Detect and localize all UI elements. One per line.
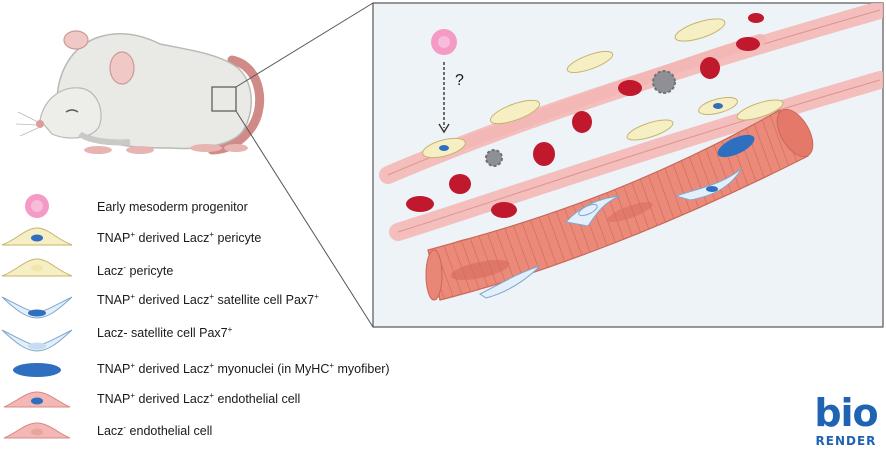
legend-label-lacz-pericyte: Lacz- pericyte: [97, 262, 174, 278]
logo-top: bio: [814, 391, 878, 435]
tissue-scene: [379, 3, 883, 301]
arrow-head: [438, 123, 450, 134]
question-mark: ?: [455, 72, 464, 89]
pericytes: [422, 18, 784, 259]
legend-label-tnap-pericyte: TNAP+ derived Lacz+ pericyte: [97, 229, 262, 245]
red-blood-cells: [406, 13, 764, 218]
legend-icons: [1, 194, 73, 439]
rat-illustration: [15, 30, 265, 155]
pericyte-nucleus: [713, 103, 723, 109]
pericyte-nucleus: [439, 145, 449, 151]
immune-cell: [485, 149, 503, 167]
immune-cell: [652, 70, 676, 94]
upper-vessel-wall: [379, 3, 883, 241]
pericyte: [674, 18, 726, 42]
pericyte: [736, 99, 784, 121]
legend-label-lacz-satellite: Lacz- satellite cell Pax7+: [97, 324, 233, 340]
pericyte: [626, 119, 674, 141]
legend-label-myonuclei: TNAP+ derived Lacz+ myonuclei (in MyHC+ …: [97, 360, 390, 376]
zoom-source-box: [211, 86, 237, 112]
zoom-line-top: [235, 2, 374, 88]
myonucleus: [717, 134, 755, 158]
legend-label-tnap-endothelial: TNAP+ derived Lacz+ endothelial cell: [97, 390, 301, 406]
legend-label-tnap-satellite: TNAP+ derived Lacz+ satellite cell Pax7+: [97, 291, 319, 307]
satellite-cells: [479, 167, 743, 299]
legend-label-lacz-endothelial: Lacz- endothelial cell: [97, 422, 213, 438]
pericyte: [489, 99, 541, 125]
legend-icon-myonucleus: [13, 363, 61, 377]
progenitor-nucleus: [438, 36, 450, 48]
zoom-line-bottom: [235, 110, 374, 328]
logo-bottom: RENDER: [815, 434, 877, 448]
myofiber: [425, 108, 814, 301]
pericyte: [566, 50, 614, 74]
biorender-logo: bio RENDER: [806, 394, 886, 448]
legend-label-progenitor: Early mesoderm progenitor: [97, 200, 248, 214]
